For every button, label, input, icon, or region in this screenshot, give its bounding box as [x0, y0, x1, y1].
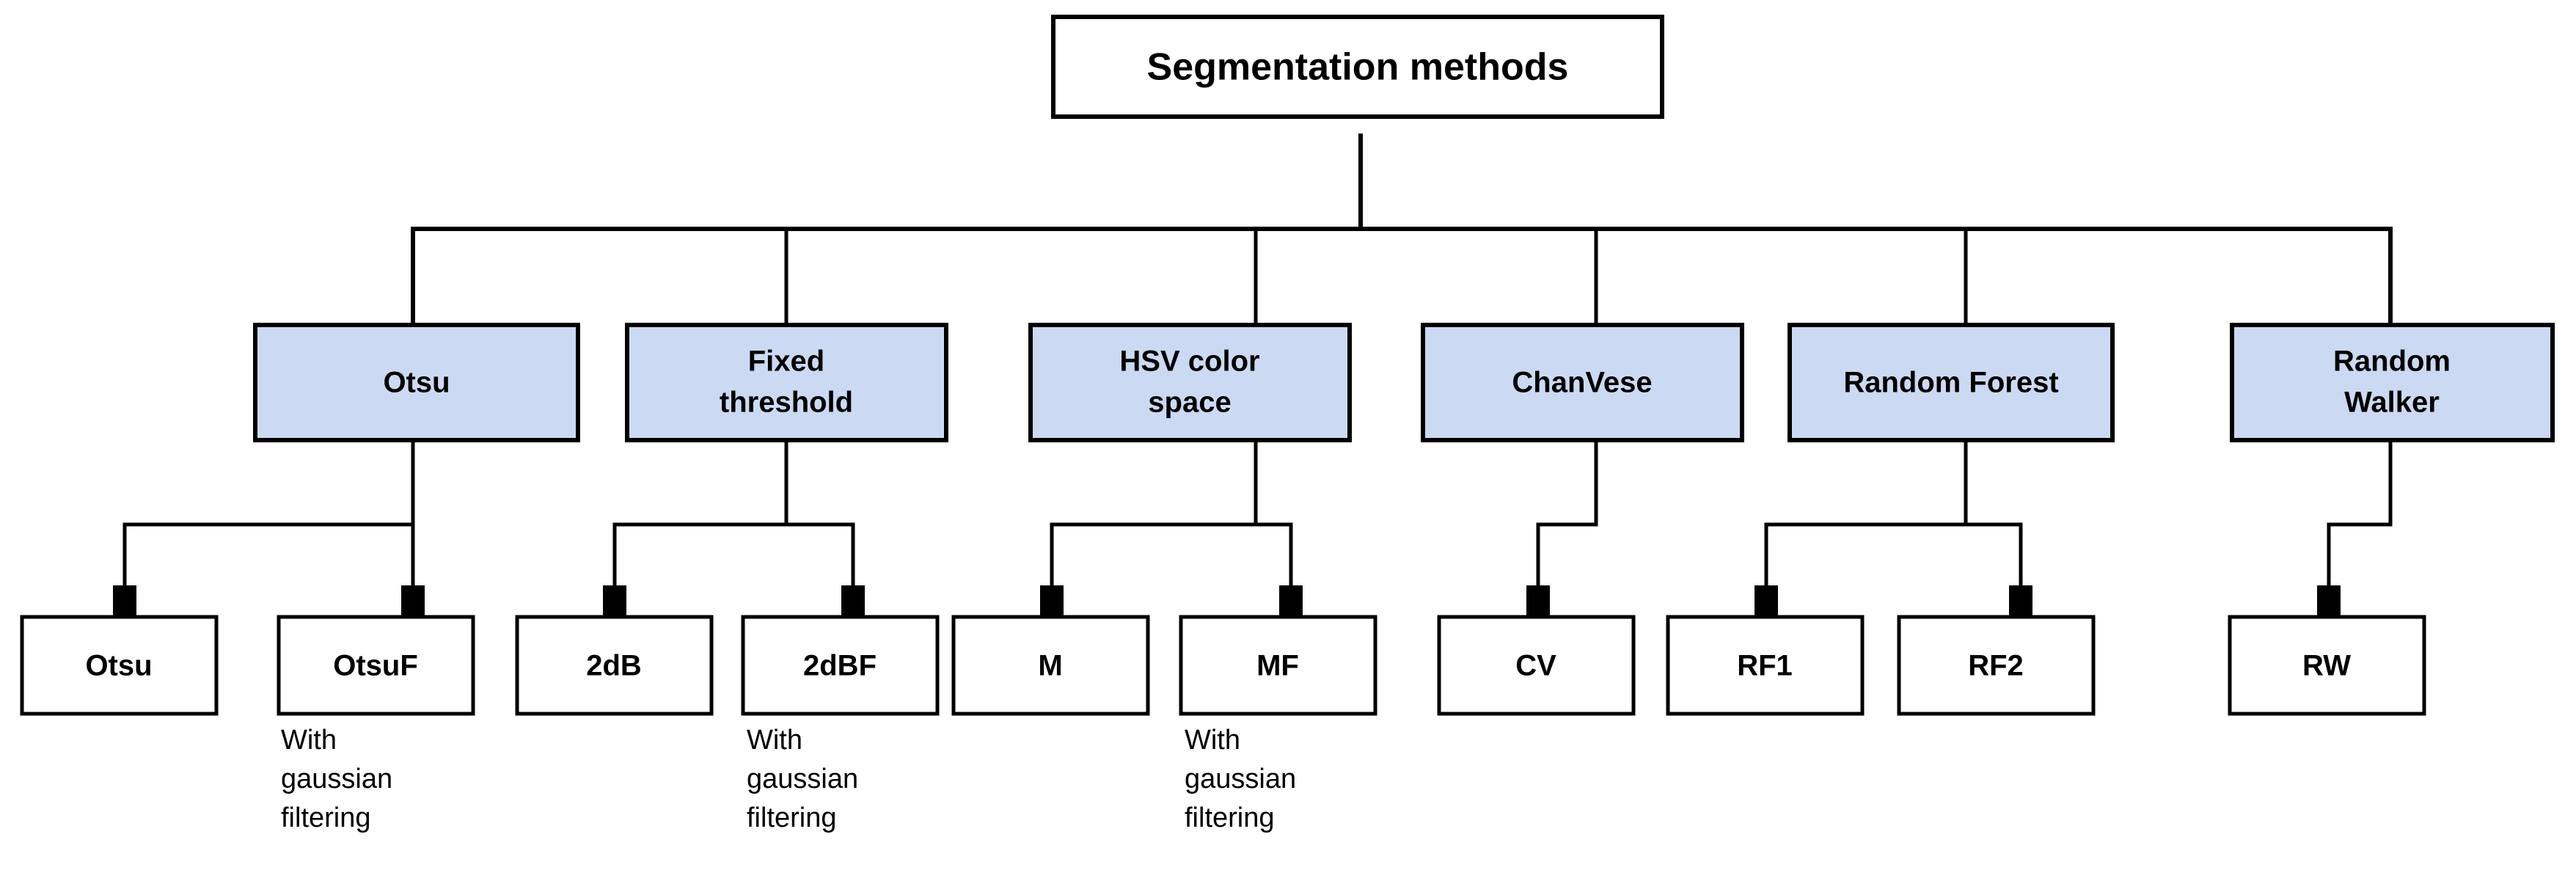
leaf-label-otsuf: OtsuF: [333, 650, 418, 682]
leaf-box-cv[interactable]: [1437, 615, 1636, 716]
node-method-hsv-color-space[interactable]: HSV color space: [1028, 323, 1352, 442]
caption-mf-line3: filtering: [1185, 803, 1275, 833]
method-label-otsu: Otsu: [383, 367, 450, 399]
method-box-random-walker[interactable]: [2230, 323, 2555, 442]
caption-mf-line2: gaussian: [1185, 764, 1296, 794]
connector-marker-cv: [1526, 585, 1550, 619]
method-label-chanvese: ChanVese: [1512, 367, 1652, 399]
edges-methods-to-leaves: [122, 440, 2393, 591]
connector-marker-rf2: [2009, 585, 2032, 619]
edge-randomforest-group: [1764, 440, 2023, 591]
caption-2dbf-line1: With: [747, 725, 802, 756]
node-method-random-forest[interactable]: Random Forest: [1788, 323, 2115, 442]
leaf-box-mf[interactable]: [1179, 615, 1377, 716]
node-leaf-rf1[interactable]: RF1: [1666, 615, 1865, 716]
caption-otsuf-line3: filtering: [281, 803, 371, 833]
edge-fixed-group: [612, 440, 855, 591]
method-box-random-forest[interactable]: [1788, 323, 2115, 442]
leaf-connector-markers: [113, 585, 2341, 619]
edge-hsv-group: [1050, 440, 1293, 591]
leaf-box-rf1[interactable]: [1666, 615, 1865, 716]
leaf-label-mf: MF: [1256, 650, 1299, 682]
edge-chanvese-group: [1536, 440, 1598, 591]
node-method-chanvese[interactable]: ChanVese: [1421, 323, 1744, 442]
node-leaf-rw[interactable]: RW: [2228, 615, 2426, 716]
connector-marker-otsu: [113, 585, 136, 619]
leaf-label-2dbf: 2dBF: [803, 650, 877, 682]
connector-marker-2db: [603, 585, 626, 619]
leaf-label-rw: RW: [2302, 650, 2351, 682]
node-leaf-otsuf[interactable]: OtsuF: [277, 615, 475, 716]
node-leaf-2dbf[interactable]: 2dBF: [741, 615, 940, 716]
connector-marker-mf: [1279, 585, 1303, 619]
root-label: Segmentation methods: [1147, 46, 1569, 89]
node-leaf-mf[interactable]: MF: [1179, 615, 1377, 716]
caption-mf: With gaussian filtering: [1185, 725, 1296, 833]
connector-marker-m: [1040, 585, 1064, 619]
node-leaf-otsu[interactable]: Otsu: [20, 615, 219, 716]
node-method-otsu[interactable]: Otsu: [253, 323, 580, 442]
method-label-hsv-line2: space: [1148, 387, 1231, 419]
node-method-fixed-threshold[interactable]: Fixed threshold: [625, 323, 948, 442]
connector-marker-rf1: [1754, 585, 1778, 619]
caption-mf-line1: With: [1185, 725, 1240, 756]
leaf-box-rw[interactable]: [2228, 615, 2426, 716]
edges-root-to-methods: [411, 134, 2393, 325]
method-box-chanvese[interactable]: [1421, 323, 1744, 442]
caption-otsuf-line2: gaussian: [281, 764, 392, 794]
node-leaf-rf2[interactable]: RF2: [1897, 615, 2096, 716]
leaf-label-cv: CV: [1515, 650, 1556, 682]
leaf-box-otsuf[interactable]: [277, 615, 475, 716]
leaf-label-m: M: [1038, 650, 1062, 682]
leaf-label-rf2: RF2: [1968, 650, 2024, 682]
method-label-fixed-threshold-line2: threshold: [720, 387, 853, 419]
caption-2dbf-line2: gaussian: [747, 764, 858, 794]
method-label-random-walker-line2: Walker: [2344, 387, 2440, 419]
node-leaf-cv[interactable]: CV: [1437, 615, 1636, 716]
leaf-label-rf1: RF1: [1737, 650, 1793, 682]
caption-otsuf-line1: With: [281, 725, 337, 756]
connector-marker-rw: [2317, 585, 2341, 619]
method-box-hsv-color-space[interactable]: [1028, 323, 1352, 442]
leaf-box-m[interactable]: [951, 615, 1150, 716]
edge-randomwalker-group: [2327, 440, 2393, 591]
method-label-random-forest: Random Forest: [1843, 367, 2058, 399]
leaf-box-rf2[interactable]: [1897, 615, 2096, 716]
node-leaf-2db[interactable]: 2dB: [515, 615, 714, 716]
caption-otsuf: With gaussian filtering: [281, 725, 392, 833]
method-box-fixed-threshold[interactable]: [625, 323, 948, 442]
node-method-random-walker[interactable]: Random Walker: [2230, 323, 2555, 442]
leaf-label-otsu: Otsu: [85, 650, 152, 682]
leaf-box-otsu[interactable]: [20, 615, 219, 716]
connector-marker-2dbf: [841, 585, 865, 619]
method-label-fixed-threshold-line1: Fixed: [748, 346, 824, 378]
leaf-label-2db: 2dB: [586, 650, 642, 682]
leaf-box-2dbf[interactable]: [741, 615, 940, 716]
method-box-otsu[interactable]: [253, 323, 580, 442]
connector-marker-otsuf: [401, 585, 425, 619]
root-box[interactable]: [1051, 15, 1664, 119]
node-root[interactable]: Segmentation methods: [1051, 15, 1664, 119]
method-label-random-walker-line1: Random: [2333, 346, 2451, 378]
caption-2dbf: With gaussian filtering: [747, 725, 858, 833]
leaf-box-2db[interactable]: [515, 615, 714, 716]
method-label-hsv-line1: HSV color: [1119, 346, 1259, 378]
edge-otsu-group: [122, 440, 415, 591]
node-leaf-m[interactable]: M: [951, 615, 1150, 716]
caption-2dbf-line3: filtering: [747, 803, 837, 833]
